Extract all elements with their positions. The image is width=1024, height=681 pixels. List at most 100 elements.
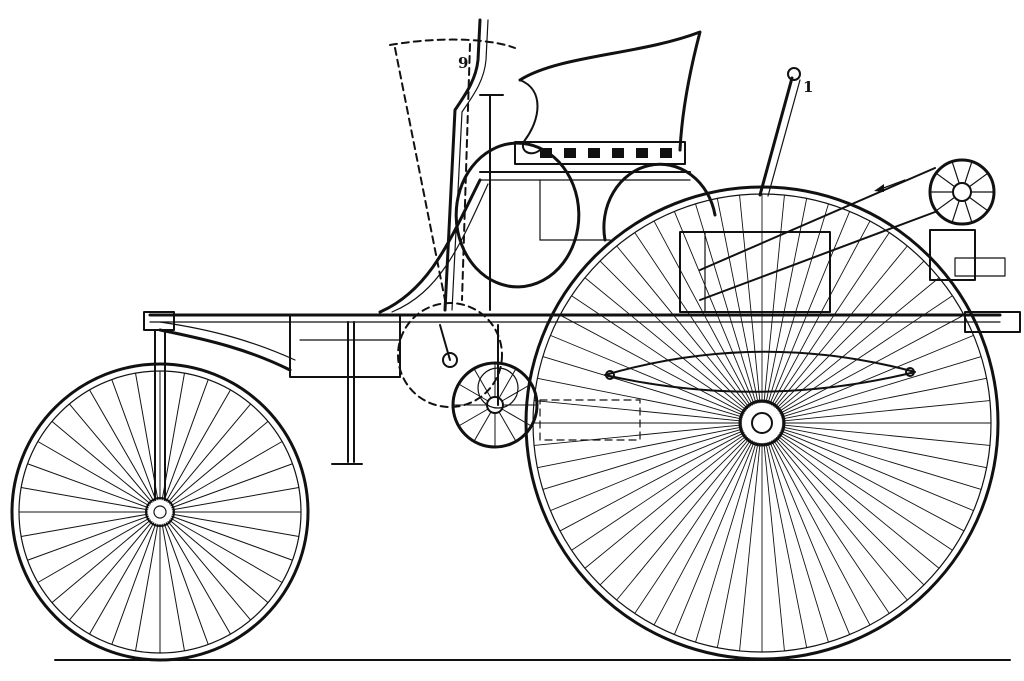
front-wheel-spoke bbox=[163, 379, 209, 501]
lever-rod-edge bbox=[767, 79, 801, 197]
rear-wheel-spoke bbox=[767, 203, 829, 404]
front-wheel-spoke bbox=[21, 487, 149, 511]
rear-wheel-spoke bbox=[781, 356, 982, 418]
seat-slat bbox=[636, 148, 648, 158]
front-wheel-spokes bbox=[19, 371, 301, 653]
front-wheel-spoke bbox=[168, 420, 269, 505]
rear-wheel-spoke bbox=[695, 442, 757, 643]
pulley-spoke bbox=[951, 200, 960, 223]
frame-front-box bbox=[289, 314, 401, 378]
engine-rear-block-bracket bbox=[954, 257, 1006, 277]
seat-slat bbox=[564, 148, 576, 158]
seat-slat bbox=[540, 148, 552, 158]
spring-shackle-front bbox=[605, 370, 615, 380]
seat-armrest-scroll bbox=[519, 79, 541, 155]
crank-rod bbox=[439, 324, 451, 361]
rear-wheel-spoke bbox=[767, 442, 829, 643]
flywheel-spoke bbox=[473, 411, 492, 442]
front-wheel-spoke bbox=[167, 403, 252, 504]
rear-wheel-spoke bbox=[772, 232, 890, 407]
front-wheel-spoke bbox=[68, 403, 153, 504]
lever-knob bbox=[787, 67, 801, 81]
direction-arrow-icon bbox=[874, 179, 906, 192]
lever-label: 1 bbox=[803, 78, 813, 96]
rear-wheel-spoke bbox=[771, 440, 871, 626]
rear-wheel-spoke bbox=[765, 198, 808, 404]
engine-rear-block bbox=[929, 229, 976, 281]
rear-wheel-tyre-outer bbox=[524, 185, 1000, 661]
arrow-head bbox=[874, 184, 884, 192]
rear-wheel-spoke bbox=[778, 433, 953, 551]
frame-front-curve bbox=[158, 328, 292, 372]
front-wheel-spoke bbox=[165, 389, 231, 502]
seat-slat bbox=[588, 148, 600, 158]
pulley-spoke bbox=[968, 172, 989, 188]
seat-slats bbox=[540, 148, 672, 158]
front-wheel bbox=[10, 362, 310, 662]
rear-wheel-spoke bbox=[571, 433, 746, 551]
seat-backrest bbox=[518, 30, 702, 152]
front-wheel-spoke bbox=[171, 487, 299, 511]
rear-wheel-spoke bbox=[716, 442, 759, 648]
front-wheel-spoke bbox=[170, 517, 283, 583]
rear-wheel-spoke bbox=[781, 377, 987, 420]
rear-wheel-spoke bbox=[774, 438, 908, 601]
tiller-rod-edge bbox=[451, 19, 489, 311]
pulley-spoke bbox=[951, 161, 960, 184]
rear-wheel-spoke bbox=[695, 203, 757, 404]
rear-wheel-spoke bbox=[542, 428, 743, 490]
front-wheel-spoke bbox=[167, 520, 252, 621]
rear-wheel bbox=[524, 185, 1000, 661]
rear-wheel-spoke bbox=[653, 220, 753, 406]
rear-wheel-spoke bbox=[763, 195, 785, 404]
front-wheel-spoke bbox=[171, 513, 299, 537]
rear-wheel-spoke bbox=[780, 430, 974, 512]
pulley-spokes bbox=[930, 161, 994, 223]
front-wheel-spoke bbox=[89, 522, 155, 635]
front-wheel-spoke bbox=[165, 522, 231, 635]
chassis-frame bbox=[148, 311, 1021, 465]
front-wheel-spoke bbox=[68, 520, 153, 621]
front-wheel-spoke bbox=[171, 463, 293, 509]
front-wheel-spoke bbox=[111, 523, 157, 645]
rear-wheel-spoke bbox=[550, 334, 744, 416]
rear-wheel-spoke bbox=[769, 441, 851, 635]
rear-wheel-spoke bbox=[584, 277, 747, 411]
seat-slat bbox=[612, 148, 624, 158]
rear-wheel-spoke bbox=[769, 211, 851, 405]
flywheel-spoke bbox=[458, 408, 489, 427]
tiller-swing-left bbox=[394, 47, 446, 301]
body-front-curve-inner bbox=[391, 183, 489, 313]
front-wheel-spoke bbox=[168, 519, 269, 604]
front-wheel-spoke bbox=[37, 441, 150, 507]
gear-wheel-dashed bbox=[397, 302, 503, 408]
lever-rod bbox=[758, 76, 794, 197]
rear-wheel-spoke bbox=[653, 440, 753, 626]
pulley-spoke bbox=[935, 196, 956, 212]
rear-wheel-spoke bbox=[739, 195, 761, 404]
rear-wheel-spoke bbox=[771, 220, 871, 406]
rear-wheel-spoke bbox=[634, 439, 752, 614]
rear-wheel-spoke bbox=[537, 426, 743, 469]
body-right-tank bbox=[602, 162, 717, 242]
belt-drive bbox=[699, 158, 996, 301]
rear-wheel-spoke bbox=[673, 441, 755, 635]
rear-wheel-spoke bbox=[781, 400, 990, 422]
rear-wheel-spoke bbox=[599, 260, 749, 410]
rear-wheel-spoke bbox=[616, 245, 750, 408]
front-wheel-spoke bbox=[161, 523, 185, 651]
rear-wheel-spoke bbox=[739, 442, 761, 651]
flywheel-spoke bbox=[473, 368, 492, 399]
rear-wheel-spoke bbox=[542, 356, 743, 418]
rear-wheel-spoke bbox=[763, 442, 785, 651]
seat bbox=[514, 30, 702, 165]
rear-wheel-spoke bbox=[559, 432, 745, 532]
gear-hub bbox=[442, 352, 458, 368]
rear-wheel-spoke bbox=[779, 314, 965, 414]
rear-wheel-spokes bbox=[533, 194, 991, 652]
pulley-spoke bbox=[935, 172, 956, 188]
spring-shackle-rear bbox=[905, 367, 915, 377]
flywheel-spoke bbox=[498, 368, 517, 399]
rear-wheel-spoke bbox=[777, 277, 940, 411]
rear-wheel-spoke bbox=[616, 438, 750, 601]
